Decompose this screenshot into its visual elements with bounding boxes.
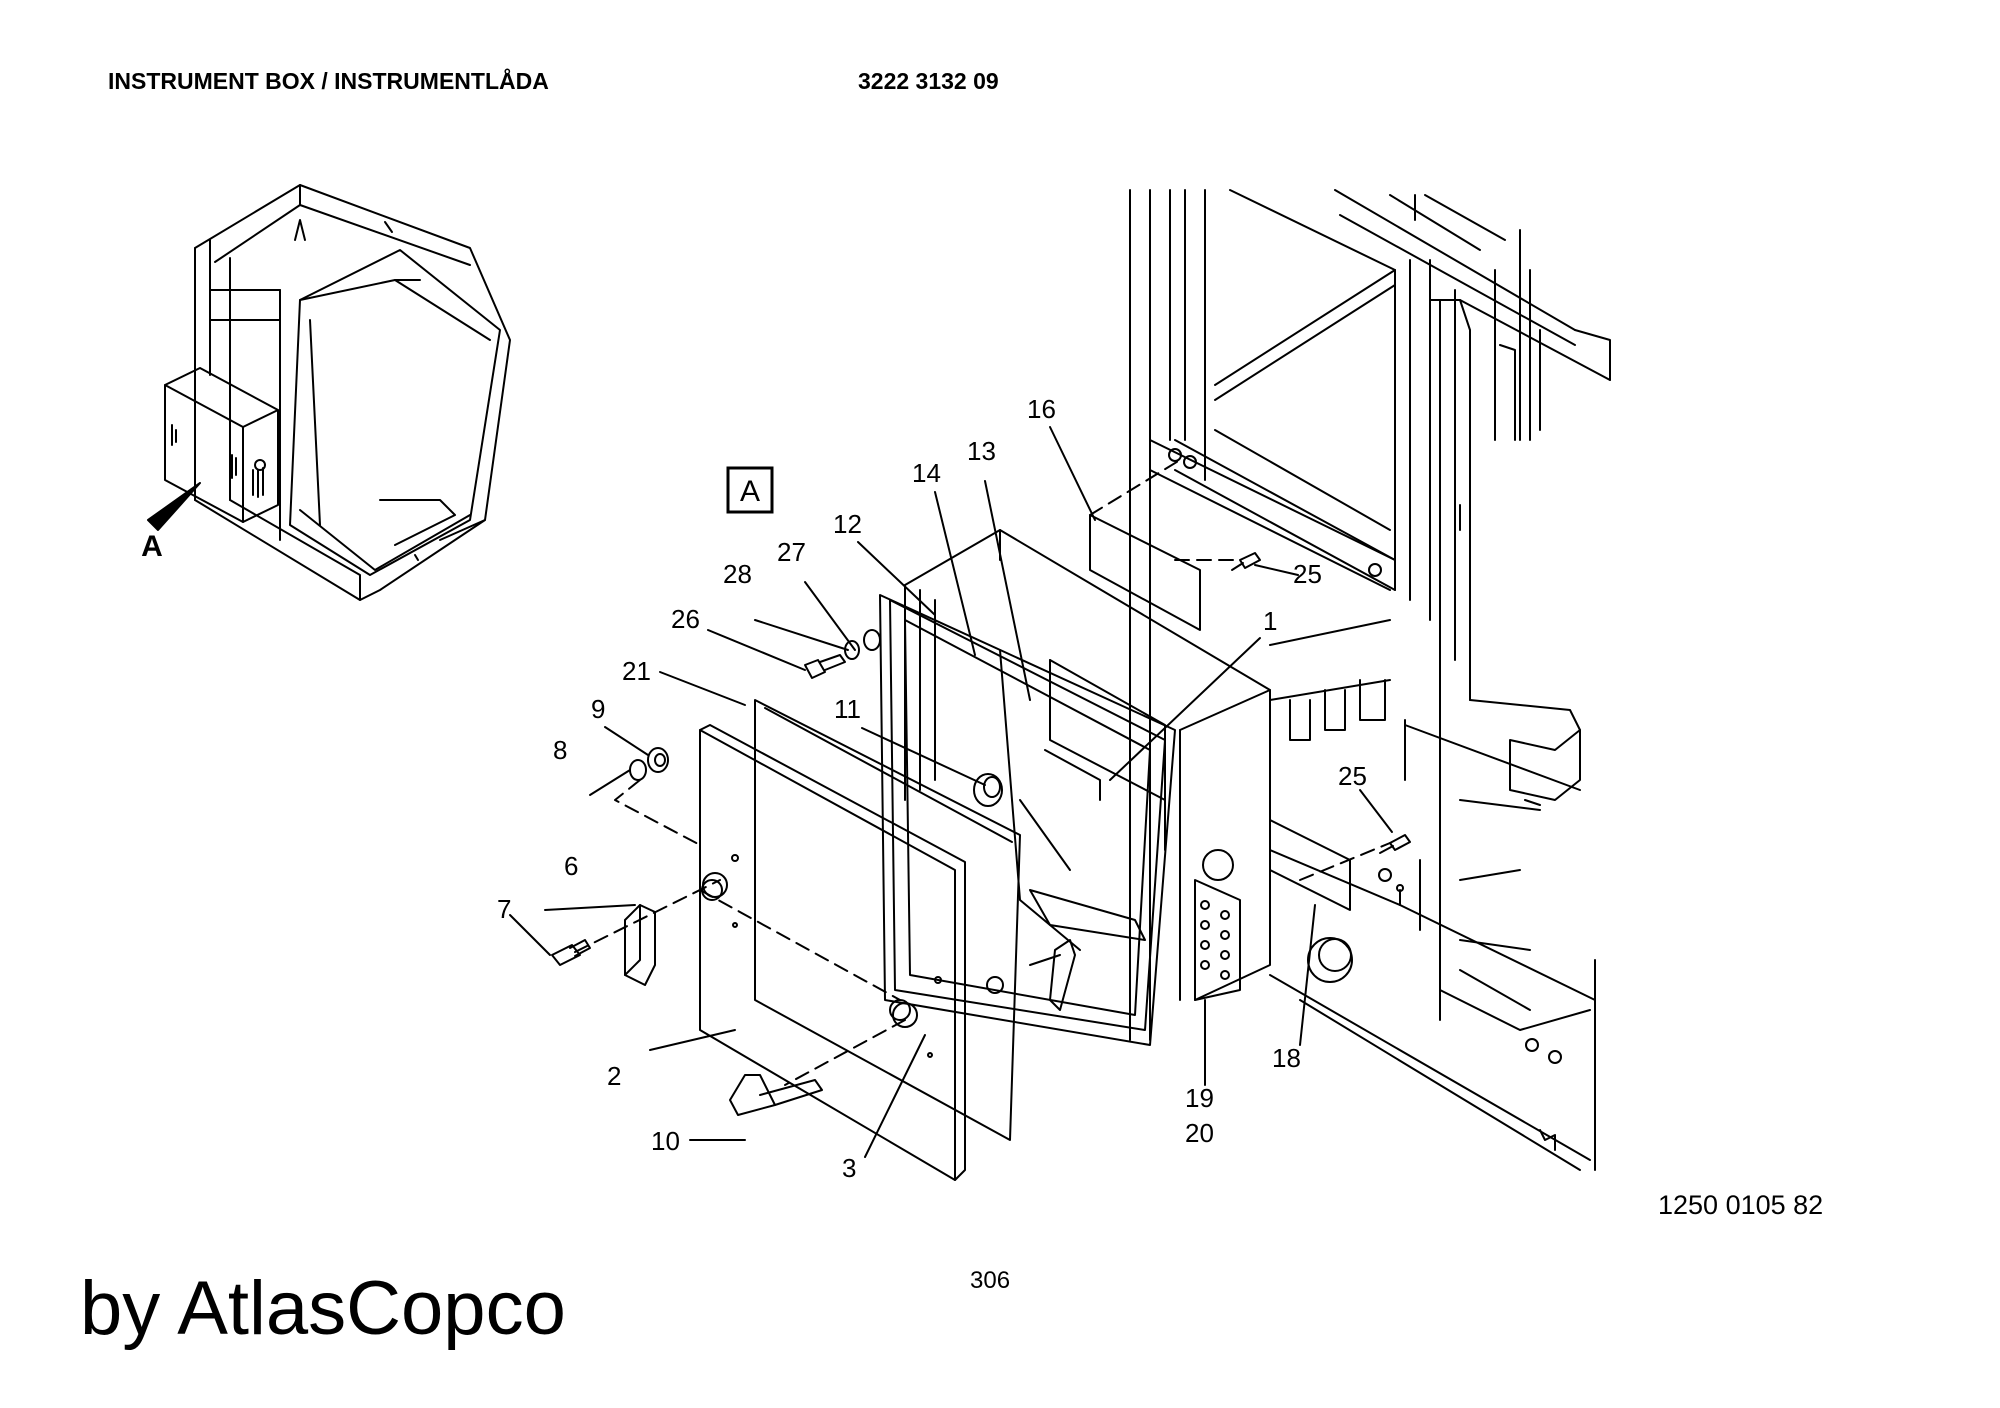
washer-27 [863, 629, 881, 651]
callout: 28 [723, 559, 752, 589]
callout: 19 [1185, 1083, 1214, 1113]
callout: 8 [553, 735, 567, 765]
page-number: 306 [970, 1267, 1011, 1294]
callout: 2 [607, 1061, 621, 1091]
brand-watermark: by AtlasCopco [80, 1266, 566, 1351]
view-a-box [726, 466, 774, 514]
leader-lines [509, 426, 1393, 1158]
page-title: INSTRUMENT BOX / INSTRUMENTLÅDA [108, 68, 549, 94]
cable-glands [1200, 900, 1230, 980]
door-gasket-panel [754, 699, 1021, 1141]
view-arrow [147, 482, 201, 531]
box-body [904, 529, 1271, 1001]
cabin-structure [1129, 189, 1611, 1171]
structure-holes [1168, 448, 1562, 1064]
callout: 25 [1338, 761, 1367, 791]
callout: 1 [1263, 606, 1277, 636]
callout: 25 [1293, 559, 1322, 589]
callout: 13 [967, 436, 996, 466]
callout: 14 [912, 458, 941, 488]
callout: 21 [622, 656, 651, 686]
callout: 27 [777, 537, 806, 567]
door-frame-gasket [879, 594, 1176, 1046]
callout: 7 [497, 894, 511, 924]
screw-25b [1379, 834, 1411, 854]
door-panel [699, 724, 1004, 1181]
cabin-overview [194, 184, 511, 601]
callout: 12 [833, 509, 862, 539]
back-plate [1089, 514, 1201, 631]
washer-8 [629, 759, 647, 781]
handle-6 [624, 904, 656, 986]
callout: 10 [651, 1126, 680, 1156]
screw-7 [551, 939, 591, 966]
bracket-knob [1307, 937, 1353, 983]
latch [1029, 939, 1076, 1011]
document-number: 3222 3132 09 [858, 68, 999, 94]
key-10 [729, 1074, 823, 1116]
callout: 3 [842, 1153, 856, 1183]
bolt-26 [804, 654, 846, 679]
callout: 16 [1027, 394, 1056, 424]
overview-a-label: A [141, 530, 163, 563]
screw-25a [1231, 552, 1261, 571]
callout: 20 [1185, 1118, 1214, 1148]
view-a-label: A [740, 475, 760, 508]
callout: 26 [671, 604, 700, 634]
assembly-lines [574, 459, 1391, 1086]
callout: 9 [591, 694, 605, 724]
callout: 6 [564, 851, 578, 881]
instrument-box-overview [164, 367, 279, 523]
lock-11 [973, 773, 1003, 807]
callout: 11 [834, 694, 861, 724]
callouts: 1 2 3 6 7 8 9 10 11 12 13 14 16 18 19 20… [497, 394, 1367, 1183]
drawing-number: 1250 0105 82 [1658, 1190, 1824, 1220]
callout: 18 [1272, 1043, 1301, 1073]
nut-9 [647, 747, 669, 773]
mounting-bracket [1269, 819, 1351, 911]
